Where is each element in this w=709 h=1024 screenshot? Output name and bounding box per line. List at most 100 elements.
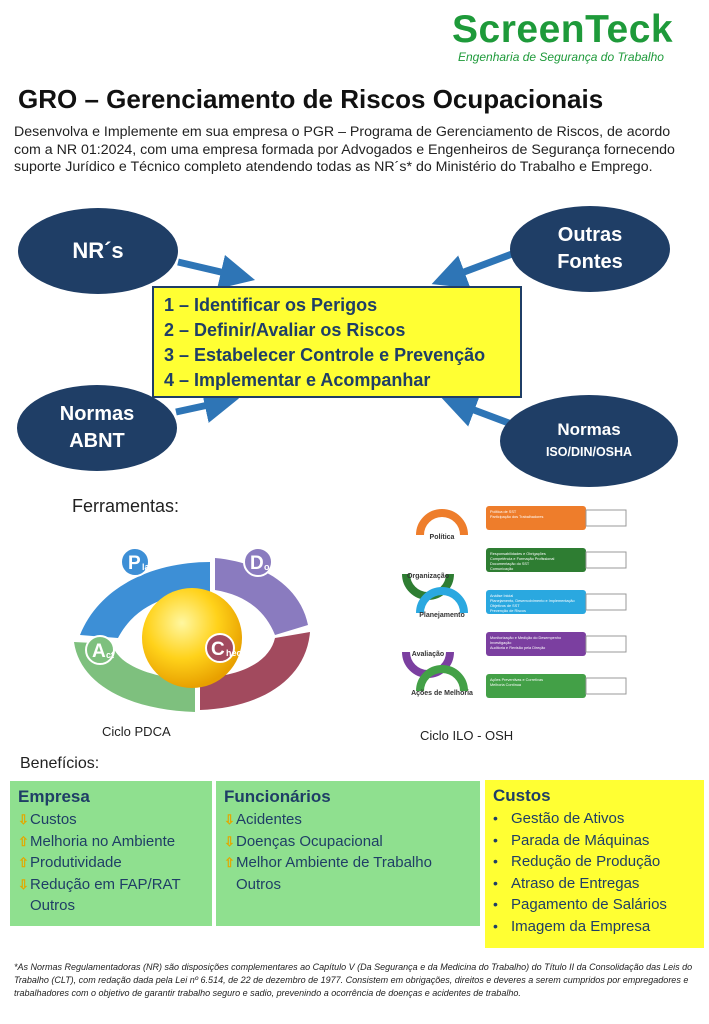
- empresa-item: ⇧Melhoria no Ambiente: [18, 831, 204, 853]
- oval-iso-line2: ISO/DIN/OSHA: [545, 445, 633, 459]
- oval-abnt-line2: ABNT: [69, 430, 125, 452]
- funcionarios-item-text: Outros: [236, 875, 282, 893]
- bullet-icon: •: [493, 896, 498, 912]
- custos-item-text: Parada de Máquinas: [511, 831, 650, 849]
- arrow-up-icon: ⇧: [224, 855, 235, 870]
- arrow-up-icon: ⇧: [18, 855, 29, 870]
- ilo-outline-box: [585, 551, 627, 569]
- custos-item-text: Redução de Produção: [511, 853, 661, 870]
- page-title: GRO – Gerenciamento de Riscos Ocupaciona…: [18, 84, 604, 114]
- ilo-detail-text: Participação dos Trabalhadores: [490, 515, 544, 519]
- ilo-outline-box: [585, 677, 627, 695]
- ilo-detail-box: [486, 632, 586, 656]
- funcionarios-title: Funcionários: [224, 787, 331, 806]
- ilo-stage-label: Planejamento: [419, 612, 465, 619]
- ilo-detail-box: [486, 506, 586, 530]
- ilo-detail-box: [486, 548, 586, 572]
- ilo-detail-text: Competência e Formação Profissional: [490, 557, 555, 561]
- ilo-detail-text: Monitorização e Medição do Desempenho: [490, 636, 561, 640]
- ilo-detail-text: Planejamento, Desenvolvimento e Implemen…: [490, 599, 575, 603]
- ilo-detail-box: [486, 674, 586, 698]
- bullet-icon: •: [493, 853, 498, 869]
- ilo-stage-label: Política: [430, 534, 455, 541]
- ilo-outline-box: [585, 593, 627, 611]
- ilo-detail-text: Investigação: [490, 641, 511, 645]
- arrow-down-icon: ⇩: [18, 812, 29, 827]
- gro-steps-box: 1 – Identificar os Perigos 2 – Definir/A…: [152, 286, 522, 398]
- oval-outras-line1: Outras: [557, 224, 623, 246]
- oval-nrs: NR´s: [18, 208, 178, 294]
- funcionarios-item: ⇧Melhor Ambiente de Trabalho: [224, 852, 472, 874]
- custos-item-text: Gestão de Ativos: [511, 810, 625, 827]
- custos-item: • Atraso de Entregas: [493, 873, 696, 895]
- ilo-detail-text: Objetivos de SST: [490, 604, 520, 608]
- funcionarios-item: Outros: [224, 874, 472, 896]
- empresa-item-text: Outros: [30, 897, 76, 914]
- benefits-empresa-box: Empresa ⇩Custos⇧Melhoria no Ambiente⇧Pro…: [10, 781, 212, 926]
- empresa-title: Empresa: [18, 787, 90, 806]
- bullet-icon: •: [493, 917, 498, 934]
- oval-outras-fontes: Outras Fontes: [510, 206, 670, 292]
- tools-label: Ferramentas:: [72, 496, 180, 516]
- pdca-act-badge: [85, 635, 115, 665]
- arrow-down-icon: ⇩: [18, 876, 29, 892]
- oval-normas-abnt: Normas ABNT: [17, 385, 177, 471]
- benefits-custos-box: Custos •Gestão de Ativos•Parada de Máqui…: [485, 780, 704, 948]
- pdca-plan-badge: [120, 547, 150, 577]
- pdca-check-badge: [205, 633, 235, 663]
- funcionarios-item-text: Melhor Ambiente de Trabalho: [236, 854, 432, 871]
- empresa-item-text: Produtividade: [30, 854, 122, 871]
- pdca-plan-letter: P: [128, 553, 141, 574]
- ilo-caption: Ciclo ILO - OSH: [420, 728, 514, 743]
- empresa-item-text: Custos: [30, 811, 77, 828]
- funcionarios-item: ⇩Doenças Ocupacional: [224, 831, 472, 853]
- ilo-stage-label: Ações de Melhoria: [411, 690, 473, 697]
- pdca-do-letter: D: [250, 553, 264, 574]
- bullet-icon: •: [493, 874, 498, 891]
- ilo-osh-diagram: PolíticaOrganizaçãoPlanejamentoAvaliação…: [402, 506, 627, 698]
- footnote: *As Normas Regulamentadoras (NR) são dis…: [14, 962, 693, 998]
- pdca-act-rest: ct: [106, 650, 114, 660]
- custos-item: •Parada de Máquinas: [493, 830, 696, 852]
- pdca-center-sphere: [142, 588, 242, 688]
- arrow-abnt: [175, 388, 240, 423]
- source-arrows: [175, 250, 524, 432]
- ilo-stage-arc: [416, 665, 468, 692]
- benefits-label: Benefícios:: [20, 755, 100, 772]
- pdca-check-rest: heck: [226, 648, 248, 658]
- empresa-item: ⇩Custos: [18, 809, 204, 831]
- ilo-detail-text: Melhoria Contínua: [490, 683, 522, 687]
- ilo-stage-label: Organização: [407, 573, 449, 580]
- pdca-check-segment: [200, 632, 310, 710]
- pdca-plan-rest: lan: [142, 562, 155, 572]
- custos-item-text: Atraso de Entregas: [511, 874, 640, 892]
- pdca-do-segment: [215, 558, 308, 635]
- step-3: 3 – Estabelecer Controle e Prevenção: [164, 345, 486, 365]
- custos-title: Custos: [493, 786, 551, 805]
- ilo-outline-box: [585, 509, 627, 527]
- ilo-detail-text: Ações Preventivas e Corretivas: [490, 678, 543, 682]
- custos-item-text: Pagamento de Salários: [511, 896, 667, 913]
- ilo-outline-box: [585, 635, 627, 653]
- ilo-detail-box: [486, 590, 586, 614]
- funcionarios-item: ⇩Acidentes: [224, 809, 472, 831]
- arrow-up-icon: ⇧: [18, 833, 29, 849]
- oval-nrs-label: NR´s: [72, 238, 124, 263]
- oval-normas-iso: Normas ISO/DIN/OSHA: [500, 395, 678, 487]
- ilo-stage-arc: [416, 587, 468, 614]
- step-1: 1 – Identificar os Perigos: [164, 295, 378, 315]
- ilo-detail-text: Responsabilidades e Obrigações: [490, 552, 546, 556]
- empresa-item-text: Melhoria no Ambiente: [30, 832, 176, 850]
- brand-logo: ScreenTeck: [452, 8, 674, 51]
- pdca-act-letter: A: [92, 641, 106, 662]
- ilo-detail-text: Prevenção de Riscos: [490, 609, 526, 613]
- oval-iso-line1: Normas: [557, 420, 621, 439]
- brand-tagline: Engenharia de Segurança do Trabalho: [458, 50, 664, 64]
- ilo-detail-text: Política de SST: [490, 510, 517, 514]
- bullet-icon: •: [493, 810, 498, 826]
- arrow-nrs: [177, 254, 256, 290]
- arrow-outras: [431, 250, 514, 289]
- intro-paragraph: Desenvolva e Implemente em sua empresa o…: [14, 124, 675, 175]
- empresa-item: ⇧Produtividade: [18, 852, 204, 874]
- oval-outras-line2: Fontes: [557, 251, 623, 273]
